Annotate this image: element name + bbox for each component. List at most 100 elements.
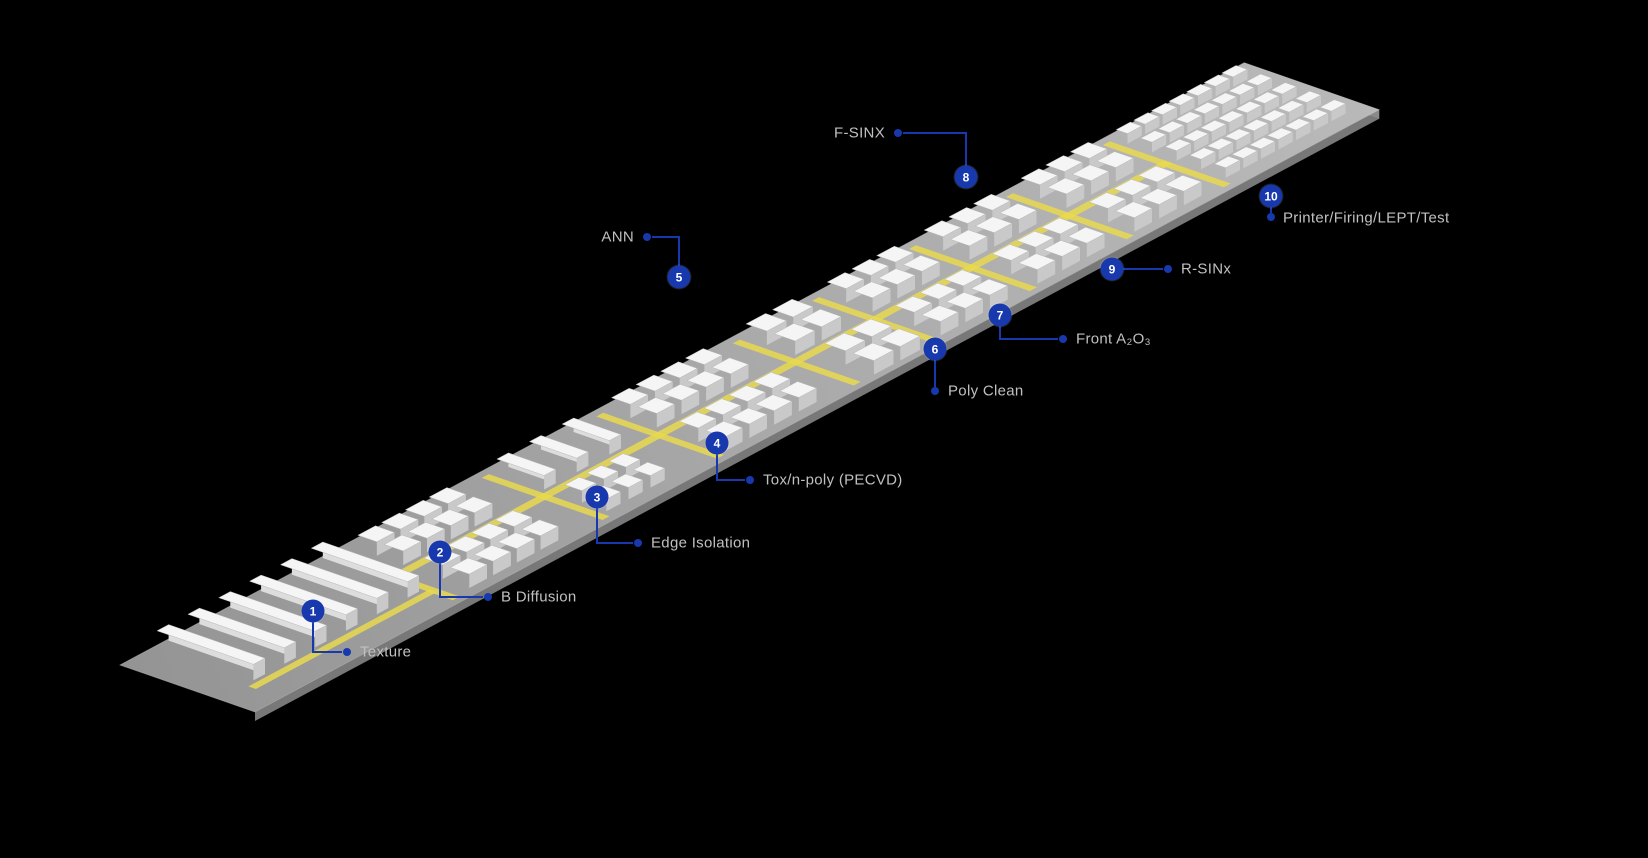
machine-block	[496, 452, 557, 490]
connector-dot-7	[1059, 335, 1067, 343]
machine-front-face	[626, 459, 640, 480]
machine-top-face	[894, 296, 933, 313]
machine-top-face	[1185, 84, 1213, 97]
machine-front-face	[821, 316, 841, 341]
machine-top-face	[187, 607, 297, 649]
machine-front-face	[606, 491, 621, 512]
machine-top-face	[404, 500, 443, 517]
marker-9[interactable]: 9	[1100, 257, 1124, 281]
machine-top-face	[608, 453, 641, 468]
machine-block	[1270, 82, 1298, 105]
marker-5[interactable]: 5	[667, 265, 691, 289]
machine-top-face	[496, 452, 557, 476]
machine-top-face	[1245, 73, 1273, 86]
machine-top-face	[1067, 226, 1106, 244]
machine-top-face	[428, 487, 467, 504]
machine-top-face	[923, 220, 962, 237]
machine-front-face	[376, 592, 389, 615]
machine-front-face	[1247, 105, 1262, 123]
marker-7[interactable]: 7	[988, 303, 1012, 327]
machine-block	[1235, 101, 1262, 123]
machine-block	[1221, 65, 1248, 87]
machine-front-face	[253, 658, 265, 681]
machine-top-face	[494, 510, 533, 527]
connector-line-2	[439, 563, 483, 598]
machine-front-face	[1306, 95, 1321, 113]
machine-top-face	[852, 342, 894, 361]
machine-top-face	[470, 523, 509, 540]
machine-front-face	[1254, 123, 1269, 141]
machine-top-face	[1113, 179, 1151, 196]
machine-block	[449, 557, 488, 589]
marker-2[interactable]: 2	[428, 540, 452, 564]
machine-front-face	[730, 364, 749, 388]
machine-block	[923, 220, 962, 251]
machine-top-face	[1319, 99, 1347, 112]
marker-8[interactable]: 8	[954, 165, 978, 189]
machine-block	[878, 328, 921, 361]
machine-block	[661, 384, 700, 415]
machine-top-face	[1206, 138, 1234, 151]
machine-top-face	[1266, 127, 1294, 140]
machine-top-face	[991, 244, 1030, 261]
machine-block	[853, 281, 891, 312]
machine-top-face	[528, 435, 589, 459]
machine-front-face	[1201, 151, 1216, 170]
machine-top-face	[431, 509, 470, 526]
machine-block	[1175, 111, 1203, 134]
machine-block	[1242, 119, 1269, 141]
machine-top-face	[1016, 230, 1055, 248]
machine-top-face	[1040, 217, 1079, 235]
machine-block	[586, 465, 619, 491]
machine-block	[1046, 177, 1085, 208]
machine-top-face	[771, 299, 814, 318]
machine-block	[1213, 156, 1241, 178]
walkway-lane	[596, 412, 725, 459]
machine-front-face	[1211, 124, 1226, 142]
machine-block	[921, 305, 959, 336]
machine-front-face	[1271, 113, 1286, 132]
marker-1[interactable]: 1	[301, 599, 325, 623]
machine-top-face	[1284, 118, 1311, 131]
marker-4[interactable]: 4	[705, 431, 729, 455]
machine-top-face	[1259, 109, 1287, 122]
machine-block	[1157, 120, 1185, 143]
machine-top-face	[950, 229, 988, 247]
machine-front-face	[1313, 113, 1328, 131]
machine-top-face	[447, 535, 485, 553]
connector-layer	[312, 129, 1275, 656]
machine-block	[1248, 137, 1276, 159]
machine-top-face	[564, 476, 597, 491]
machine-top-face	[1301, 108, 1329, 121]
machine-top-face	[745, 313, 787, 332]
machine-block	[877, 268, 916, 299]
connector-dot-3	[634, 539, 642, 547]
walkway-lane	[732, 339, 861, 386]
equipment-layer	[156, 65, 1347, 681]
machine-top-face	[921, 305, 959, 322]
marker-10[interactable]: 10	[1259, 184, 1283, 208]
marker-3[interactable]: 3	[585, 485, 609, 509]
machine-block	[800, 308, 842, 341]
machine-block	[1301, 108, 1329, 131]
machine-block	[473, 545, 512, 576]
machine-front-face	[1062, 247, 1080, 271]
machine-top-face	[1133, 112, 1160, 125]
machine-top-face	[1248, 137, 1276, 150]
machine-top-face	[1140, 130, 1167, 143]
machine-block	[1266, 127, 1294, 150]
machine-front-face	[1145, 116, 1160, 135]
machine-front-face	[1169, 125, 1184, 143]
machine-top-face	[1088, 192, 1127, 209]
machine-top-face	[610, 473, 644, 488]
machine-top-face	[703, 398, 742, 416]
marker-6[interactable]: 6	[923, 337, 947, 361]
machine-block	[1139, 188, 1178, 219]
machine-front-face	[922, 262, 940, 286]
machine-top-face	[1277, 100, 1304, 113]
machine-top-face	[1235, 101, 1262, 114]
machine-top-face	[826, 272, 865, 289]
machine-front-face	[1086, 233, 1105, 258]
machine-top-face	[1139, 188, 1178, 205]
